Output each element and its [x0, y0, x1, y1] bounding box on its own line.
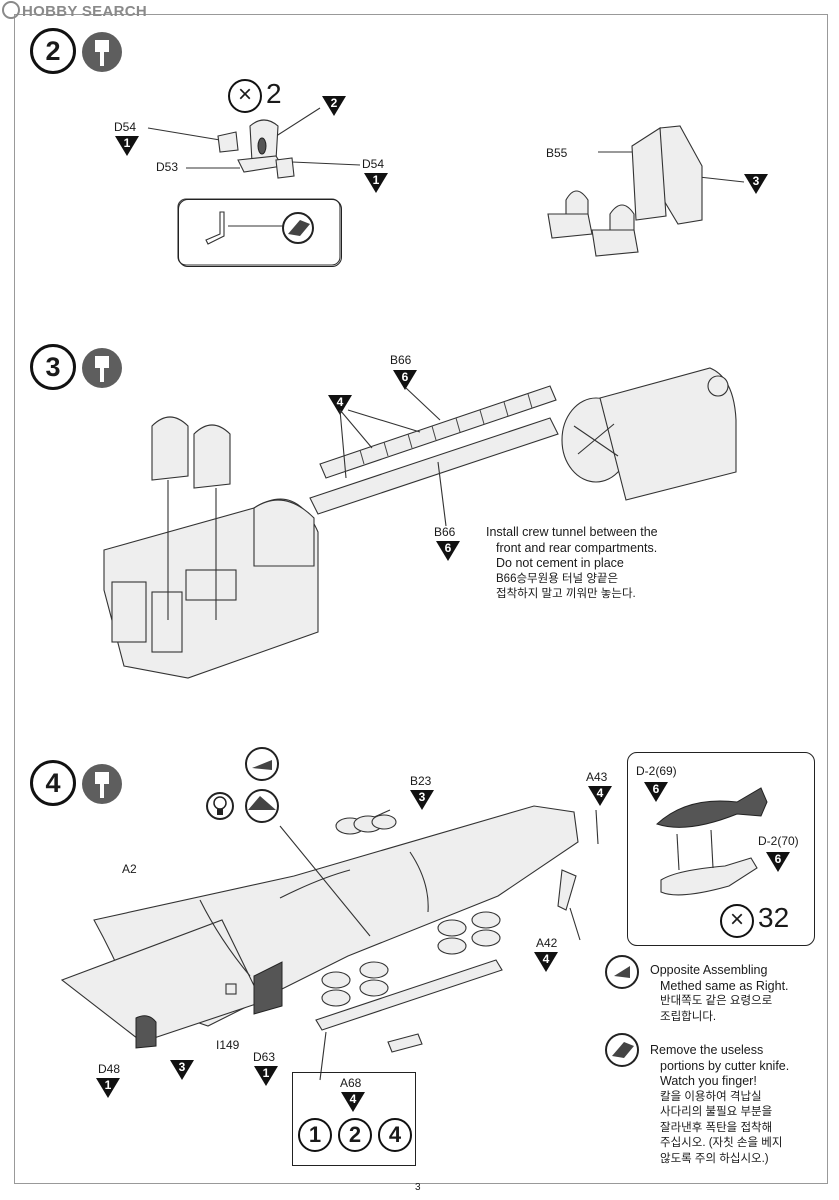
color-flag-b23-number: 3 — [418, 790, 426, 804]
part-label-b55: B55 — [546, 146, 568, 160]
note-line: Install crew tunnel between the — [486, 525, 658, 539]
cement-icon — [82, 32, 122, 72]
color-flag-d69-number: 6 — [652, 782, 660, 796]
color-flag-d70-number: 6 — [774, 852, 782, 866]
note-line-korean: 조립합니다. — [660, 1010, 717, 1023]
part-label-d54-right: D54 — [362, 157, 385, 171]
part-label-b66-top: B66 — [390, 353, 412, 367]
tool-icons — [206, 747, 279, 823]
color-flag-1 — [115, 136, 139, 156]
color-flag-d63-number: 1 — [262, 1066, 270, 1080]
step-2-number: 2 — [30, 28, 76, 74]
color-flag-d48-number: 1 — [104, 1078, 112, 1092]
note-line-korean: 반대쪽도 같은 요령으로 — [660, 995, 773, 1007]
note-line: Opposite Assembling — [650, 963, 768, 977]
part-label-d53: D53 — [156, 160, 179, 174]
bomb-drawing — [656, 787, 768, 896]
part-label-d2-69: D-2(69) — [636, 764, 677, 778]
note-line-korean: B66승무원용 터널 양끝은 — [496, 572, 619, 585]
step-4-number: 4 — [30, 760, 76, 806]
bomb-inset-box — [627, 752, 815, 946]
color-flag-a43 — [588, 786, 612, 806]
part-label-i149: I149 — [216, 1038, 240, 1052]
opposite-note: Opposite Assembling Methed same as Right… — [650, 963, 789, 1025]
part-label-d2-70: D-2(70) — [758, 834, 799, 848]
part-label-b66-bottom: B66 — [434, 525, 456, 539]
color-flag-d69 — [644, 782, 668, 802]
color-flag-6a-number: 6 — [401, 370, 409, 384]
color-flag-front-number: 3 — [178, 1060, 186, 1074]
step-2-drawing — [147, 107, 745, 266]
option-1: 1 — [298, 1118, 332, 1152]
color-flag-4 — [328, 395, 352, 415]
note-line: Methed same as Right. — [660, 978, 789, 993]
option-4: 4 — [378, 1118, 412, 1152]
color-flag-1b-number: 1 — [372, 173, 380, 187]
color-flag-2-number: 2 — [330, 96, 338, 110]
part-label-a68: A68 — [340, 1076, 362, 1090]
color-flag-d70 — [766, 852, 790, 872]
remove-note: Remove the useless portions by cutter kn… — [650, 1043, 789, 1167]
option-2: 2 — [338, 1118, 372, 1152]
color-flag-6b — [436, 541, 460, 561]
page-frame — [14, 14, 828, 1184]
part-label-d54-left: D54 — [114, 120, 137, 134]
note-line-korean: 잘라낸후 폭탄을 접착해 — [660, 1121, 773, 1134]
color-flag-a43-number: 4 — [596, 786, 604, 800]
note-line-korean: 않도록 주의 하십시오.) — [660, 1152, 769, 1165]
cement-icon — [82, 764, 122, 804]
color-flag-a42 — [534, 952, 558, 972]
part-label-a2: A2 — [122, 862, 137, 876]
part-label-a42: A42 — [536, 936, 558, 950]
note-line-korean: 칼을 이용하여 격납실 — [660, 1090, 762, 1103]
color-flag-3-number: 3 — [752, 174, 760, 188]
color-flag-4-number: 4 — [336, 395, 344, 409]
part-label-d48: D48 — [98, 1062, 121, 1076]
step-3-drawing — [103, 367, 737, 679]
note-line-korean: 접착하지 말고 끼워만 놓는다. — [496, 588, 636, 600]
bomb-quantity: 32 — [758, 902, 790, 933]
quantity-times-icon: × — [228, 79, 262, 113]
color-flag-a42-number: 4 — [542, 952, 550, 966]
watermark-text: HOBBY SEARCH — [22, 3, 148, 20]
color-flag-a68-number: 4 — [349, 1092, 357, 1106]
color-flag-d63 — [254, 1066, 278, 1086]
cement-icon — [82, 348, 122, 388]
color-flag-6a — [393, 370, 417, 390]
step-3-note: Install crew tunnel between the front an… — [486, 525, 658, 603]
note-line: front and rear compartments. — [496, 540, 658, 555]
color-flag-1b — [364, 173, 388, 193]
color-flag-front — [170, 1060, 194, 1080]
watermark: HOBBY SEARCH — [2, 1, 147, 20]
a68-options-box — [292, 1072, 416, 1166]
color-flag-3 — [744, 174, 768, 194]
opposite-assembly-icon — [605, 955, 639, 989]
note-line: portions by cutter knife. — [660, 1058, 790, 1073]
note-line-korean: 주십시오. (자칫 손을 베지 — [660, 1137, 783, 1149]
note-line: Watch you finger! — [660, 1074, 757, 1088]
step-3-number: 3 — [30, 344, 76, 390]
color-flag-1-number: 1 — [123, 136, 131, 150]
color-flag-6b-number: 6 — [444, 541, 452, 555]
part-label-b23: B23 — [410, 774, 432, 788]
color-flag-a68 — [341, 1092, 365, 1112]
note-line-korean: 사다리의 불필요 부분을 — [660, 1106, 773, 1118]
part-label-a43: A43 — [586, 770, 608, 784]
color-flag-d48 — [96, 1078, 120, 1098]
bomb-quantity-times-icon: × — [720, 904, 754, 938]
color-flag-b23 — [410, 790, 434, 810]
watermark-logo-icon — [2, 1, 20, 19]
part-label-d63: D63 — [253, 1050, 276, 1064]
color-flag-2 — [322, 96, 346, 116]
quantity-value: 2 — [266, 78, 282, 109]
page-number: 3 — [415, 1182, 421, 1193]
cut-icon — [605, 1033, 639, 1067]
note-line: Remove the useless — [650, 1043, 764, 1057]
inset-detail-box — [178, 199, 342, 267]
note-line: Do not cement in place — [496, 556, 624, 570]
step-4-drawing — [60, 805, 599, 1081]
